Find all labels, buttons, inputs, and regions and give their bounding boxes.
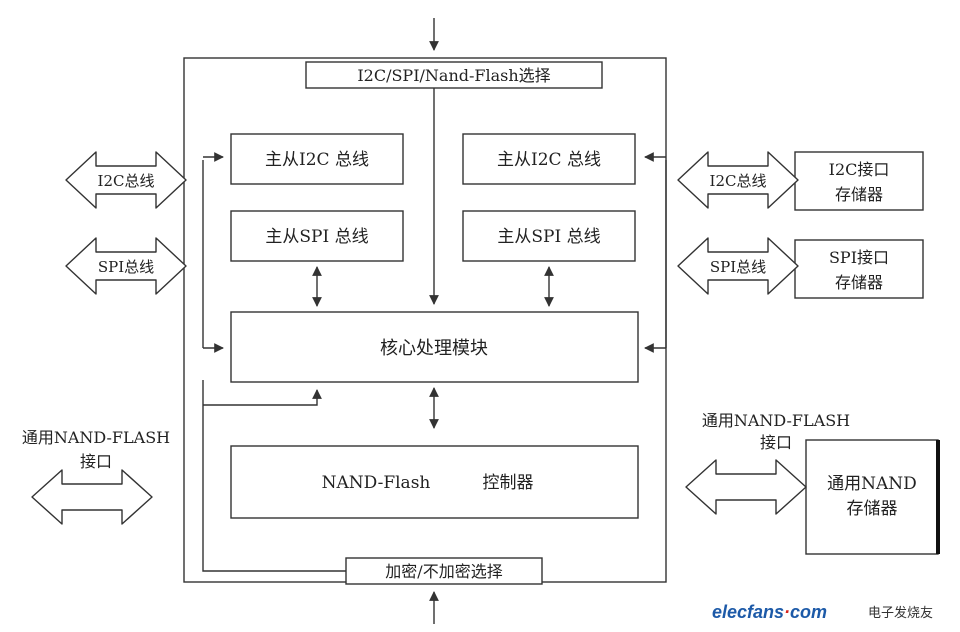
core-label: 核心处理模块 (380, 338, 488, 359)
spi-memory-label-2: 存储器 (835, 273, 883, 292)
right-nand-label-1: 通用NAND-FLASH (702, 411, 850, 430)
core-processing-module: 核心处理模块 (230, 311, 639, 383)
right-i2c-bus-label: I2C总线 (710, 172, 767, 190)
nand-memory-label-1: 通用NAND (827, 474, 917, 494)
i2c-memory-label-2: 存储器 (835, 185, 883, 204)
spi-memory-box: SPI接口 存储器 (794, 239, 924, 299)
left-i2c-bus-label: I2C总线 (98, 172, 155, 190)
nand-ctrl-label-b: 控制器 (483, 473, 534, 493)
master-spi-bus-right: 主从SPI 总线 (462, 210, 636, 262)
left-i2c-bus-arrow: I2C总线 (65, 151, 187, 209)
bottom-select-label: 加密/不加密选择 (385, 562, 502, 581)
watermark-dot: · (784, 602, 790, 622)
spi-memory-label-1: SPI接口 (829, 248, 889, 267)
encrypt-feedback-line (202, 380, 346, 572)
master-i2c-bus-right: 主从I2C 总线 (462, 133, 636, 185)
master-i2c-bus-left: 主从I2C 总线 (230, 133, 404, 185)
connectors (202, 18, 667, 624)
right-spi-bus-label: SPI总线 (710, 258, 766, 276)
left-spi-bus-arrow: SPI总线 (65, 237, 187, 295)
master-spi-left-label: 主从SPI 总线 (265, 227, 368, 247)
nand-ctrl-label-a: NAND-Flash (322, 473, 431, 493)
right-nand-label-2: 接口 (760, 433, 792, 452)
left-nand-label-2: 接口 (80, 452, 112, 471)
left-nand-label-1: 通用NAND-FLASH (22, 428, 170, 447)
svg-text:elecfans·com: elecfans·com (712, 602, 827, 622)
watermark-brand: elecfans (712, 602, 784, 622)
top-select-box: I2C/SPI/Nand-Flash选择 (305, 61, 603, 89)
left-nand-interface-arrow (31, 469, 153, 525)
encrypt-to-core-arrow (203, 389, 322, 406)
i2c-memory-box: I2C接口 存储器 (794, 151, 924, 211)
master-i2c-left-label: 主从I2C 总线 (265, 150, 369, 170)
top-select-label: I2C/SPI/Nand-Flash选择 (357, 66, 550, 85)
master-spi-bus-left: 主从SPI 总线 (230, 210, 404, 262)
master-spi-right-label: 主从SPI 总线 (497, 227, 600, 247)
nand-memory-box: 通用NAND 存储器 (805, 439, 940, 555)
bottom-select-box: 加密/不加密选择 (345, 557, 543, 585)
watermark-tld: com (790, 602, 827, 622)
right-nand-interface-arrow (685, 459, 807, 515)
master-i2c-right-label: 主从I2C 总线 (497, 150, 601, 170)
elecfans-watermark: elecfans·com 电子发烧友 (712, 602, 933, 622)
nand-memory-label-2: 存储器 (847, 499, 898, 519)
left-spi-bus-label: SPI总线 (98, 258, 154, 276)
right-spi-bus-arrow: SPI总线 (677, 237, 799, 295)
watermark-cn: 电子发烧友 (868, 605, 933, 621)
nand-flash-controller: NAND-Flash 控制器 (230, 445, 639, 519)
i2c-memory-label-1: I2C接口 (829, 160, 890, 179)
right-i2c-bus-arrow: I2C总线 (677, 151, 799, 209)
